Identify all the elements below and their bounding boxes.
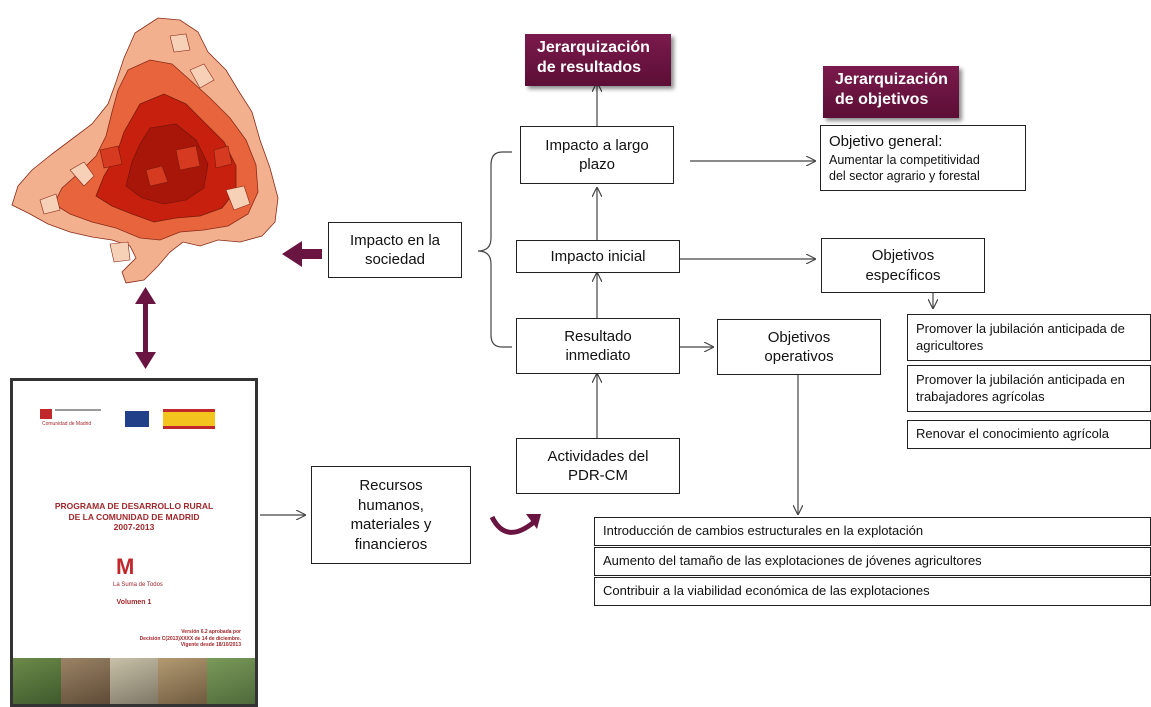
double-arrow-icon (135, 287, 156, 369)
especifico-item-3: Renovar el conocimiento agrícola (907, 420, 1151, 449)
box-impacto-largo-plazo: Impacto a largo plazo (520, 126, 674, 184)
especifico-item-1: Promover la jubilación anticipada de agr… (907, 314, 1151, 361)
document-volume: Volumen 1 (116, 599, 152, 606)
box-resultado-inmediato: Resultado inmediato (516, 318, 680, 374)
document-tagline: La Suma de Todos (113, 582, 163, 588)
document-version: Versión 6.2 aprobada por Decisión C(2013… (139, 629, 241, 648)
box-impacto-inicial: Impacto inicial (516, 240, 680, 273)
left-arrow-icon (282, 241, 322, 267)
map-of-madrid-icon (11, 17, 279, 284)
spain-emblem-icon (163, 409, 215, 429)
header-resultados-text: Jerarquización de resultados (537, 39, 650, 76)
document-title: PROGRAMA DE DESARROLLO RURAL DE LA COMUN… (54, 501, 214, 533)
madrid-flag-icon (40, 409, 52, 419)
box-objetivo-general: Objetivo general: Aumentar la competitiv… (820, 125, 1026, 191)
document-logo: M (116, 554, 135, 579)
operativo-item-1: Introducción de cambios estructurales en… (594, 517, 1151, 546)
document-photo-strip (13, 658, 256, 704)
objetivo-general-title: Objetivo general: (829, 133, 943, 150)
header-jerarquizacion-resultados: Jerarquización de resultados (525, 34, 671, 86)
header-objetivos-text: Jerarquización de objetivos (835, 71, 948, 108)
brace (477, 151, 512, 348)
especifico-item-2: Promover la jubilación anticipada en tra… (907, 365, 1151, 412)
box-recursos: Recursos humanos, materiales y financier… (311, 466, 471, 564)
eu-flag-icon (125, 411, 149, 427)
box-impacto-sociedad: Impacto en la sociedad (328, 222, 462, 278)
document-cover: Comunidad de Madrid PROGRAMA DE DESARROL… (10, 378, 258, 707)
document-org: Comunidad de Madrid (42, 421, 92, 427)
operativo-item-3: Contribuir a la viabilidad económica de … (594, 577, 1151, 606)
objetivo-general-text: Aumentar la competitividad del sector ag… (829, 152, 980, 183)
box-objetivos-operativos: Objetivos operativos (717, 319, 881, 375)
operativo-item-2: Aumento del tamaño de las explotaciones … (594, 547, 1151, 576)
curved-arrow-icon (489, 514, 541, 535)
box-objetivos-especificos: Objetivos específicos (821, 238, 985, 293)
header-jerarquizacion-objetivos: Jerarquización de objetivos (823, 66, 959, 118)
org-text-lines (55, 409, 101, 411)
box-actividades: Actividades del PDR-CM (516, 438, 680, 494)
